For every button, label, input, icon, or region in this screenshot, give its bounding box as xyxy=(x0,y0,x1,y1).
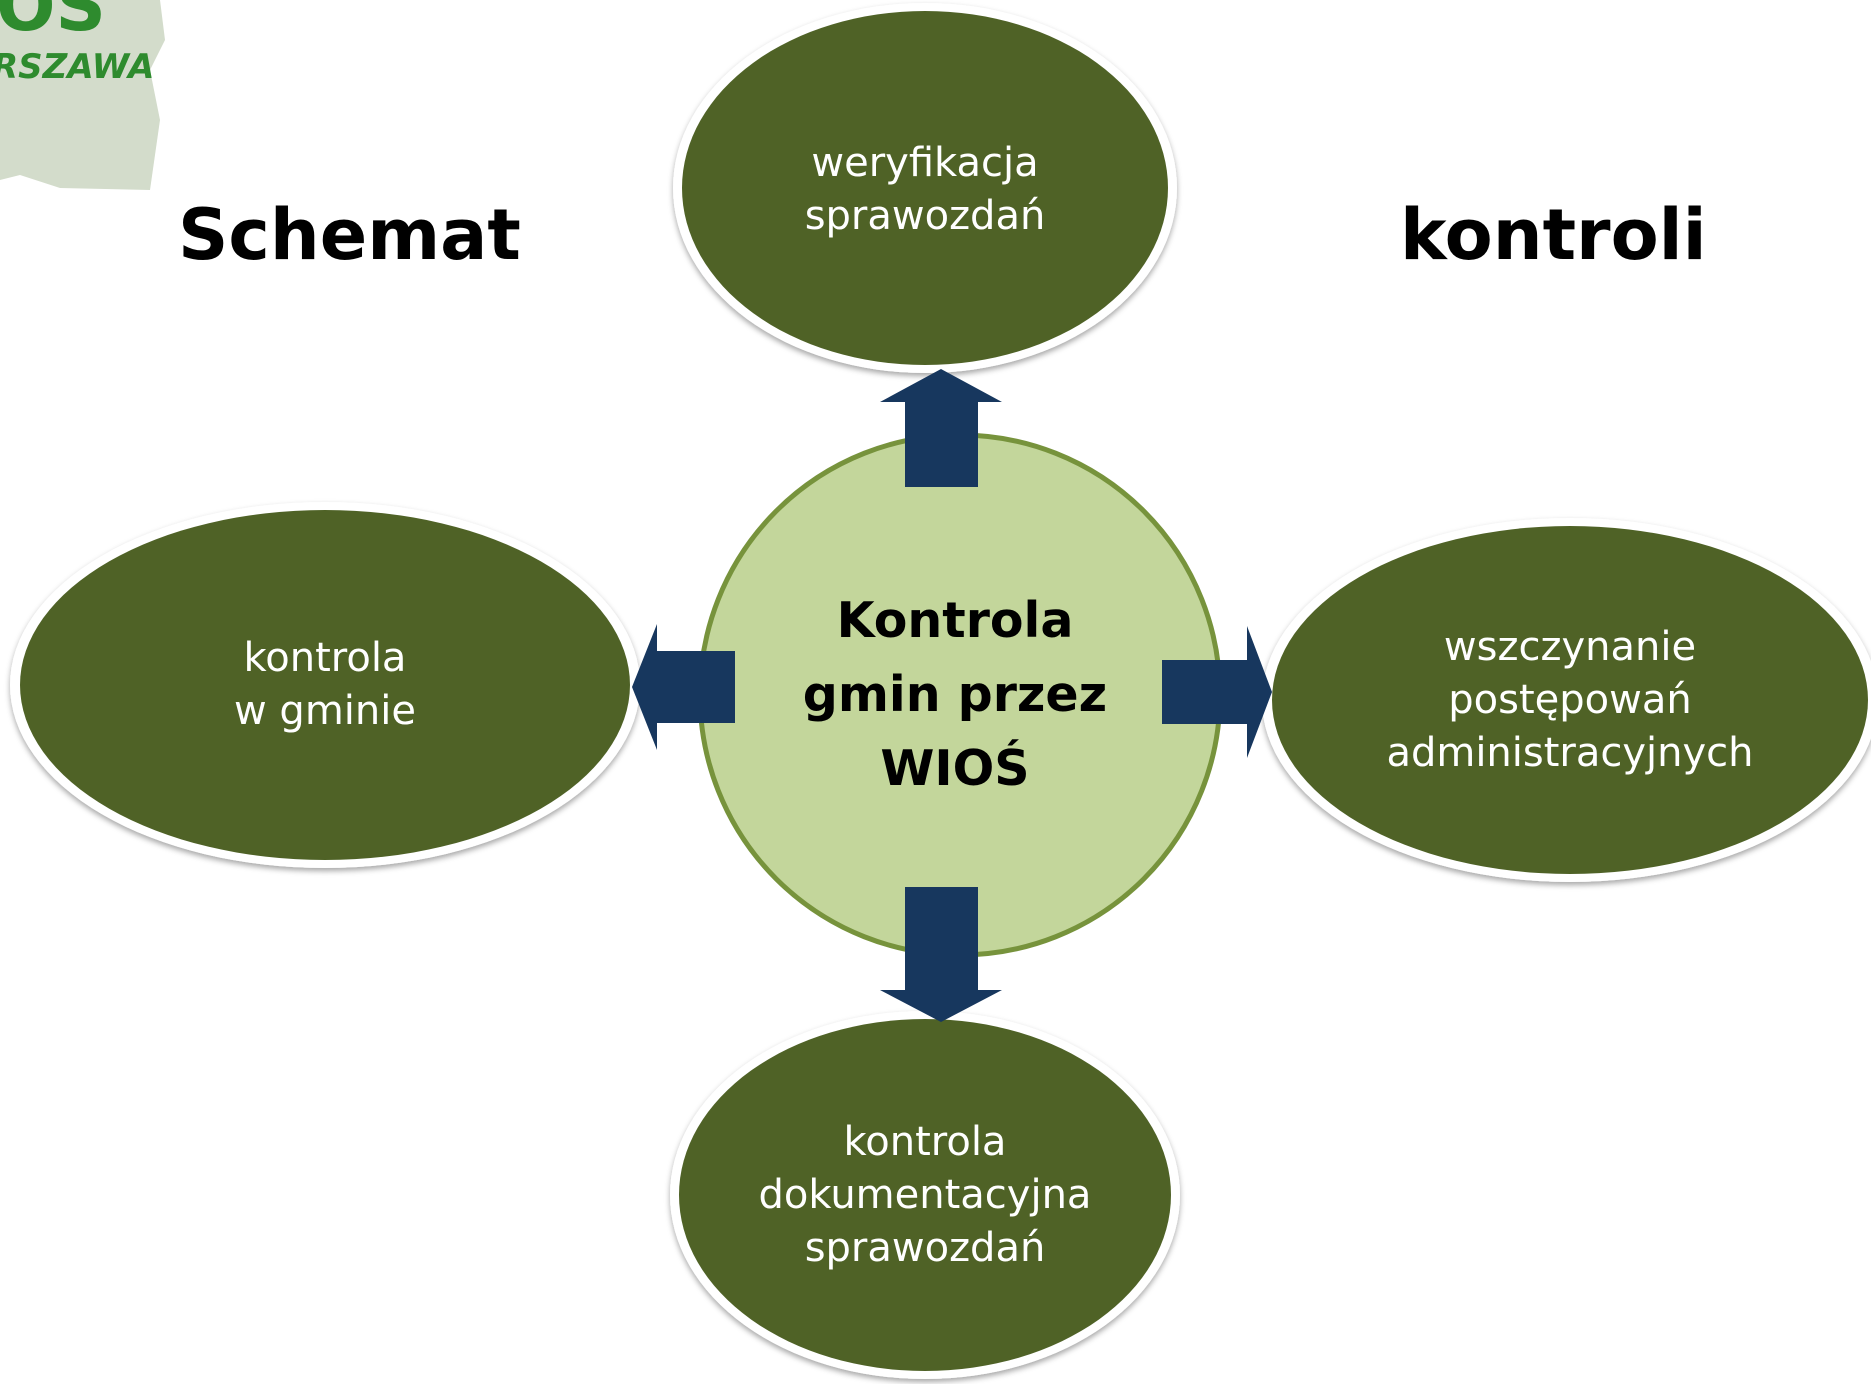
node-left xyxy=(10,502,640,868)
node-right-shape xyxy=(1272,526,1868,874)
logo-text-bottom: RSZAWA xyxy=(0,47,154,87)
node-top-line: sprawozdań xyxy=(804,193,1046,239)
node-right xyxy=(1262,518,1871,882)
arrow-right xyxy=(1162,626,1272,758)
node-left-shape xyxy=(20,510,630,860)
node-bottom xyxy=(670,1011,1180,1379)
node-right-line: administracyjnych xyxy=(1386,729,1754,776)
node-bottom-label: kontrola dokumentacyjna sprawozdań xyxy=(735,1110,1115,1280)
node-top-label: weryfikacja sprawozdań xyxy=(750,130,1100,250)
wios-logo: IOS RSZAWA xyxy=(0,0,165,190)
title-word-left: Schemat xyxy=(178,194,521,276)
node-bottom-shape xyxy=(679,1019,1171,1371)
arrow-down xyxy=(880,887,1002,1022)
logo-map-shape xyxy=(0,0,165,190)
node-top xyxy=(673,3,1177,373)
arrow-left xyxy=(632,624,735,750)
center-node-line: WIOŚ xyxy=(880,740,1030,797)
node-bottom-line: kontrola xyxy=(843,1118,1007,1165)
node-top-shape xyxy=(682,11,1168,365)
arrow-up xyxy=(880,369,1002,487)
node-right-line: postępowań xyxy=(1448,676,1692,723)
node-right-line: wszczynanie xyxy=(1443,623,1697,670)
center-node-label: Kontrola gmin przez WIOŚ xyxy=(770,585,1140,805)
node-top-line: weryfikacja xyxy=(811,140,1039,186)
center-node-line: Kontrola xyxy=(836,592,1074,649)
logo-text-top: IOS xyxy=(0,0,106,47)
node-left-line: w gminie xyxy=(234,688,416,734)
center-node-line: gmin przez xyxy=(802,666,1108,723)
node-bottom-line: dokumentacyjna xyxy=(758,1171,1092,1218)
title-word-right: kontroli xyxy=(1400,194,1707,276)
node-left-label: kontrola w gminie xyxy=(150,625,500,745)
node-left-line: kontrola xyxy=(243,635,407,681)
node-bottom-line: sprawozdań xyxy=(804,1224,1046,1271)
node-right-label: wszczynanie postępowań administracyjnych xyxy=(1320,615,1820,785)
